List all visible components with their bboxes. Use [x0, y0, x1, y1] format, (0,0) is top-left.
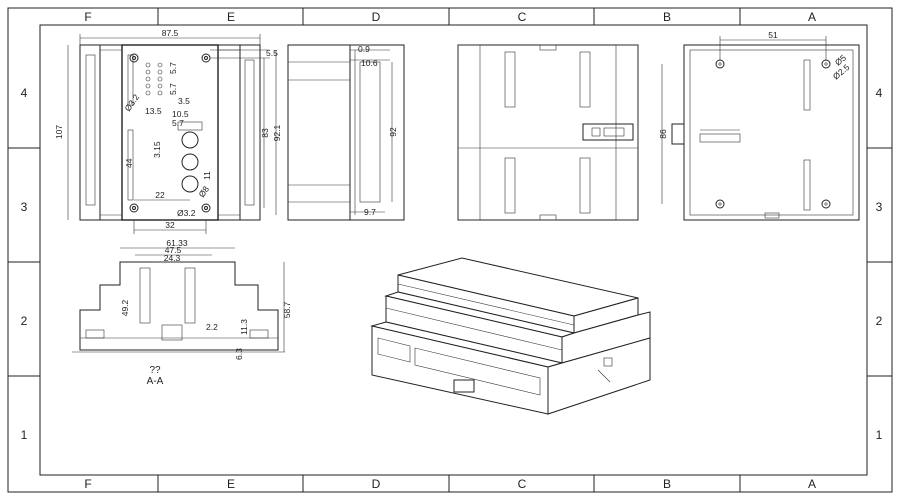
col-label-f-top: F — [84, 10, 91, 24]
dim-44: 44 — [124, 158, 134, 168]
back-view: 51 86 Ø5 Ø2.5 — [658, 30, 860, 221]
dim-5-7b: 5.7 — [168, 83, 178, 95]
dim-3-5: 3.5 — [178, 96, 190, 106]
dim-86: 86 — [658, 129, 668, 139]
front-view: 87.5 107 5.5 5.7 5.7 3.5 13.5 10.5 5.7 3… — [54, 28, 282, 234]
col-label-e-top: E — [227, 10, 235, 24]
dim-6-3: 6.3 — [234, 348, 244, 360]
dim-32: 32 — [165, 220, 175, 230]
dim-92: 92 — [388, 127, 398, 137]
dim-24-3: 24.3 — [164, 253, 181, 263]
col-label-c-bottom: C — [518, 477, 527, 491]
dim-87-5: 87.5 — [162, 28, 179, 38]
dim-9-7: 9.7 — [364, 207, 376, 217]
dim-5-7c: 5.7 — [172, 118, 184, 128]
row-label-1-right: 1 — [876, 428, 883, 442]
hole-dia-8: Ø8 — [196, 184, 211, 199]
dim-10-6: 10.6 — [361, 58, 378, 68]
dim-2-2: 2.2 — [206, 322, 218, 332]
col-label-b-bottom: B — [663, 477, 671, 491]
dim-11: 11 — [202, 171, 212, 180]
row-label-2-right: 2 — [876, 314, 883, 328]
dim-61-33: 61.33 — [166, 238, 188, 248]
hole-dia-2-5: Ø2.5 — [831, 62, 852, 82]
dim-49-2: 49.2 — [120, 299, 130, 316]
dim-13-5: 13.5 — [145, 106, 162, 116]
dim-58-7: 58.7 — [282, 301, 292, 318]
dim-92-1: 92.1 — [272, 124, 282, 141]
dim-22: 22 — [155, 190, 165, 200]
dim-5-7a: 5.7 — [168, 62, 178, 74]
dim-51: 51 — [768, 30, 778, 40]
row-label-3-left: 3 — [21, 200, 28, 214]
drawing-frame: F E D C B A F E D C B A 4 3 2 1 4 3 2 1 — [7, 7, 893, 493]
dim-47-5: 47.5 — [165, 245, 182, 255]
col-label-c-top: C — [518, 10, 527, 24]
col-label-b-top: B — [663, 10, 671, 24]
dim-11-3: 11.3 — [239, 319, 249, 335]
row-label-2-left: 2 — [21, 314, 28, 328]
section-caption-marks: ?? — [149, 365, 161, 376]
col-label-f-bottom: F — [84, 477, 91, 491]
section-view-a-a: 61.33 47.5 24.3 49.2 2.2 11.3 58.7 6.3 ?… — [72, 238, 292, 387]
col-label-a-bottom: A — [808, 477, 816, 491]
row-label-1-left: 1 — [21, 428, 28, 442]
top-view — [457, 44, 639, 221]
row-label-3-right: 3 — [876, 200, 883, 214]
dim-83: 83 — [260, 128, 270, 138]
dim-3-15: 3.15 — [152, 141, 162, 158]
dim-0-9: 0.9 — [358, 44, 370, 54]
col-label-a-top: A — [808, 10, 816, 24]
row-label-4-right: 4 — [876, 86, 883, 100]
section-caption-label: A-A — [147, 376, 164, 387]
col-label-d-bottom: D — [372, 477, 381, 491]
hole-dia-3-2-top: Ø3.2 — [122, 92, 141, 113]
dim-107: 107 — [54, 125, 64, 139]
hole-dia-3-2-bottom: Ø3.2 — [177, 208, 196, 218]
dim-5-5: 5.5 — [266, 48, 278, 58]
side-view: 0.9 10.6 92 9.7 — [287, 44, 405, 221]
col-label-e-bottom: E — [227, 477, 235, 491]
dim-10-5: 10.5 — [172, 109, 189, 119]
isometric-view — [370, 257, 651, 415]
row-label-4-left: 4 — [21, 86, 28, 100]
col-label-d-top: D — [372, 10, 381, 24]
